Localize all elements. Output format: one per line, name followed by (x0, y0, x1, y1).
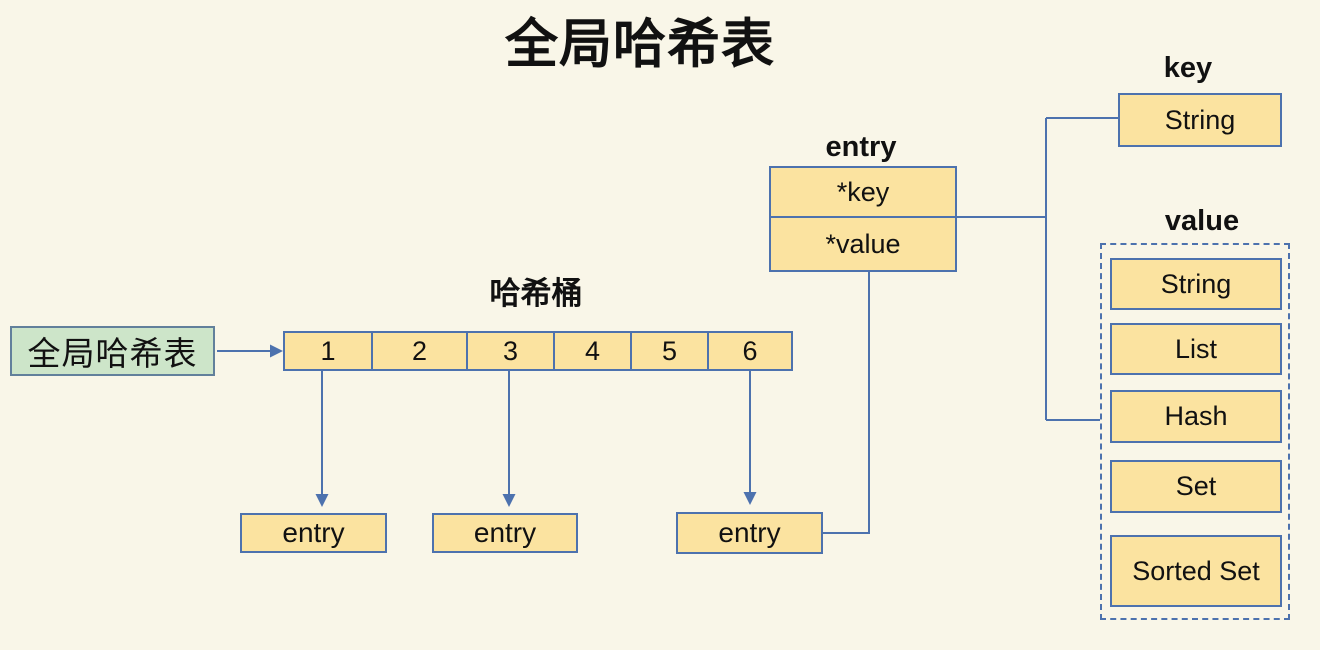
value-types-container (1100, 243, 1290, 620)
arrowhead-green-to-bucket (270, 344, 283, 358)
value-type-sorted-set: Sorted Set (1110, 535, 1282, 607)
key-type-box: String (1118, 93, 1282, 147)
arrowhead-bucket3 (502, 494, 516, 507)
connector-entry3-to-value-field (823, 272, 870, 534)
bucket-cell-4: 4 (553, 333, 630, 369)
bucket-cell-1: 1 (320, 335, 336, 366)
bucket-entry-box-2: entry (432, 513, 578, 553)
entry-key-field: *key (771, 168, 955, 218)
arrowhead-bucket1 (315, 494, 329, 507)
global-hash-table-label: 全局哈希表 (27, 335, 198, 372)
arrowhead-bucket6 (743, 492, 757, 505)
value-type-set: Set (1110, 460, 1282, 513)
bucket-entry-box-1: entry (240, 513, 387, 553)
entry-value-field: *value (825, 228, 901, 259)
value-label: value (1164, 205, 1240, 237)
value-type-string: String (1110, 258, 1282, 310)
global-hash-table-box: 全局哈希表 (10, 326, 215, 376)
value-type-list: List (1110, 323, 1282, 375)
value-type-hash: Hash (1110, 390, 1282, 443)
entry-struct-label: entry (825, 131, 897, 163)
bucket-entry-box-3: entry (676, 512, 823, 554)
bucket-cell-3: 3 (466, 333, 553, 369)
key-label: key (1163, 52, 1213, 84)
bucket-cell-2: 2 (371, 333, 466, 369)
bucket-cell-6: 6 (707, 333, 791, 369)
hash-bucket-label: 哈希桶 (489, 276, 583, 311)
entry-struct: *key *value (769, 166, 957, 272)
hash-bucket-row: 1 2 3 4 5 6 (283, 331, 793, 371)
diagram-title: 全局哈希表 (505, 15, 775, 74)
bucket-cell-5: 5 (630, 333, 707, 369)
